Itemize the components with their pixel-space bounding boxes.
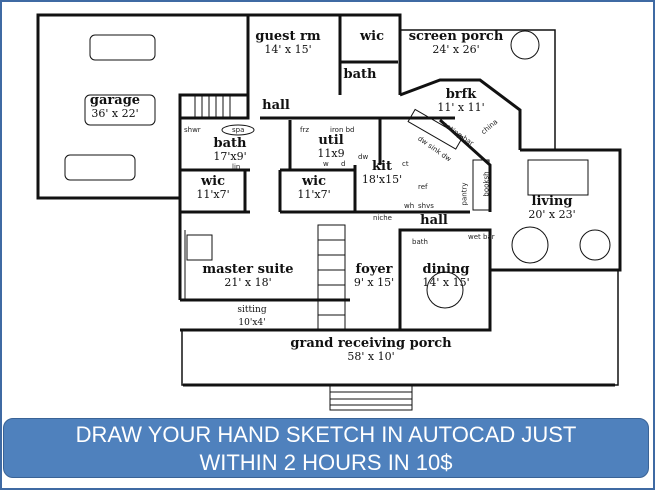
promo-banner: DRAW YOUR HAND SKETCH IN AUTOCAD JUST WI… xyxy=(3,418,649,478)
fixture-label: booksh xyxy=(482,171,491,197)
fixture-label: shwr xyxy=(184,126,201,134)
fixture-label: d xyxy=(341,160,346,168)
fixture-label: iron bd xyxy=(330,126,355,134)
fixture-label: pantry xyxy=(460,182,469,206)
room-label: wic xyxy=(359,29,385,44)
fixture-label: spa xyxy=(232,126,245,134)
room-label: hall xyxy=(262,98,290,113)
banner-line-2: WITHIN 2 HOURS IN 10$ xyxy=(199,450,453,475)
room-label: bath xyxy=(343,67,377,82)
fixture-label: bath xyxy=(412,238,428,246)
fixture-label: ref xyxy=(418,183,428,191)
fixture-label: wh xyxy=(404,202,415,210)
floor-plan-walls xyxy=(36,13,622,411)
fixture-label: ct xyxy=(402,160,409,168)
guest-walls xyxy=(248,13,402,95)
banner-line-1: DRAW YOUR HAND SKETCH IN AUTOCAD JUST xyxy=(75,422,577,447)
fixture-label: frz xyxy=(300,126,310,134)
fixture-label: shvs xyxy=(418,202,434,210)
fixture-label: wet bar xyxy=(468,233,495,241)
fixture-label: niche xyxy=(373,214,392,222)
fixture-label: dw xyxy=(358,153,369,161)
fixture-label: w xyxy=(323,160,329,168)
room-label: hall xyxy=(420,213,448,228)
fixture-label: lin xyxy=(232,163,241,171)
